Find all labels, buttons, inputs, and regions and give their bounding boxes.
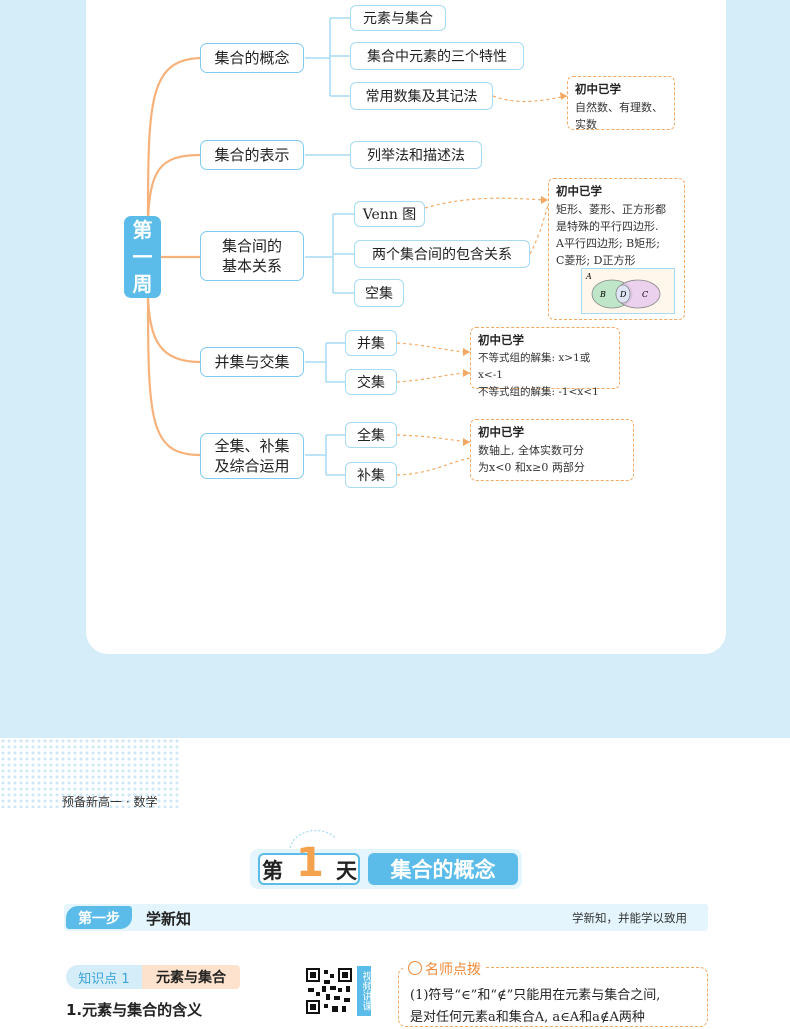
leaf-universal-set: 全集 (345, 422, 397, 448)
branch-relations: 集合间的基本关系 (200, 231, 304, 281)
venn-diagram: A B D C (581, 268, 675, 314)
page-header: 预备新高一 · 数学 (62, 795, 158, 809)
lightbulb-icon (408, 961, 422, 975)
knowledge-point-name: 元素与集合 (142, 965, 240, 989)
note-body: 数轴上, 全体实数可分 为x<0 和x≥0 两部分 (478, 444, 585, 474)
venn-label-b: B (599, 290, 606, 299)
note-number-line: 初中已学 数轴上, 全体实数可分 为x<0 和x≥0 两部分 (470, 419, 634, 481)
day-number-frame (258, 853, 360, 885)
branch-representation: 集合的表示 (200, 140, 304, 170)
leaf-venn: Venn 图 (354, 201, 425, 227)
leaf-empty-set: 空集 (354, 279, 404, 307)
tips-line-2: 是对任何元素a和集合A, a∈A和a∉A两种 (410, 1010, 645, 1025)
branch-concept: 集合的概念 (200, 43, 304, 73)
note-number-sets: 初中已学 自然数、有理数、 实数 (567, 76, 675, 131)
day-title: 集合的概念 (368, 853, 518, 885)
venn-d-ellipse (615, 284, 631, 304)
note-title: 初中已学 (478, 425, 524, 439)
step-name: 学新知 (146, 910, 192, 928)
branch-complement: 全集、补集及综合运用 (200, 433, 304, 479)
venn-label-c: C (642, 290, 648, 299)
video-lesson-label: 视频讲课 (357, 966, 371, 1016)
teacher-tips-title: 名师点拨 (404, 959, 485, 979)
venn-label-a: A (585, 272, 592, 281)
teacher-tips-body: (1)符号“∈”和“∉”只能用在元素与集合之间, 是对任何元素a和集合A, a∈… (410, 985, 704, 1029)
venn-svg: A B D C (585, 272, 661, 309)
leaf-element-set: 元素与集合 (350, 5, 446, 31)
decorative-dots (0, 738, 180, 808)
tips-line-1: (1)符号“∈”和“∉”只能用在元素与集合之间, (410, 988, 661, 1003)
leaf-intersection: 交集 (345, 369, 397, 395)
leaf-listing-description: 列举法和描述法 (350, 141, 482, 169)
branch-union-intersection: 并集与交集 (200, 347, 304, 377)
section-title: 1.元素与集合的含义 (66, 1001, 203, 1019)
step-tag: 第一步 (66, 906, 132, 929)
teacher-tips-label: 名师点拨 (425, 962, 481, 978)
day-suffix: 天 (336, 859, 357, 883)
step-description: 学新知，并能学以致用 (572, 911, 687, 925)
leaf-number-sets: 常用数集及其记法 (350, 82, 493, 110)
note-body: 自然数、有理数、 实数 (575, 101, 663, 131)
week-label: 第 一 周 (124, 216, 161, 298)
note-title: 初中已学 (556, 184, 602, 198)
venn-label-d: D (619, 290, 627, 299)
note-title: 初中已学 (478, 333, 524, 347)
qr-code-icon[interactable] (304, 966, 354, 1016)
week-char-1: 第 (132, 218, 153, 242)
qr-code-graphic (304, 966, 354, 1016)
week-char-3: 周 (132, 272, 153, 296)
leaf-complement: 补集 (345, 462, 397, 488)
leaf-three-properties: 集合中元素的三个特性 (350, 42, 524, 70)
note-body: 矩形、菱形、正方形都 是特殊的平行四边形. A平行四边形; B矩形; C菱形; … (556, 203, 666, 267)
note-title: 初中已学 (575, 82, 621, 96)
note-body: 不等式组的解集: x>1或x<-1 不等式组的解集: -1<x<1 (478, 352, 599, 398)
day-number: 1 (296, 840, 324, 886)
week-char-2: 一 (132, 245, 153, 269)
leaf-inclusion: 两个集合间的包含关系 (354, 240, 530, 268)
note-inequality: 初中已学 不等式组的解集: x>1或x<-1 不等式组的解集: -1<x<1 (470, 327, 620, 398)
step-bar (64, 904, 708, 931)
leaf-union: 并集 (345, 330, 397, 356)
day-prefix: 第 (262, 859, 283, 883)
knowledge-point-tag: 知识点 1 (66, 965, 142, 989)
